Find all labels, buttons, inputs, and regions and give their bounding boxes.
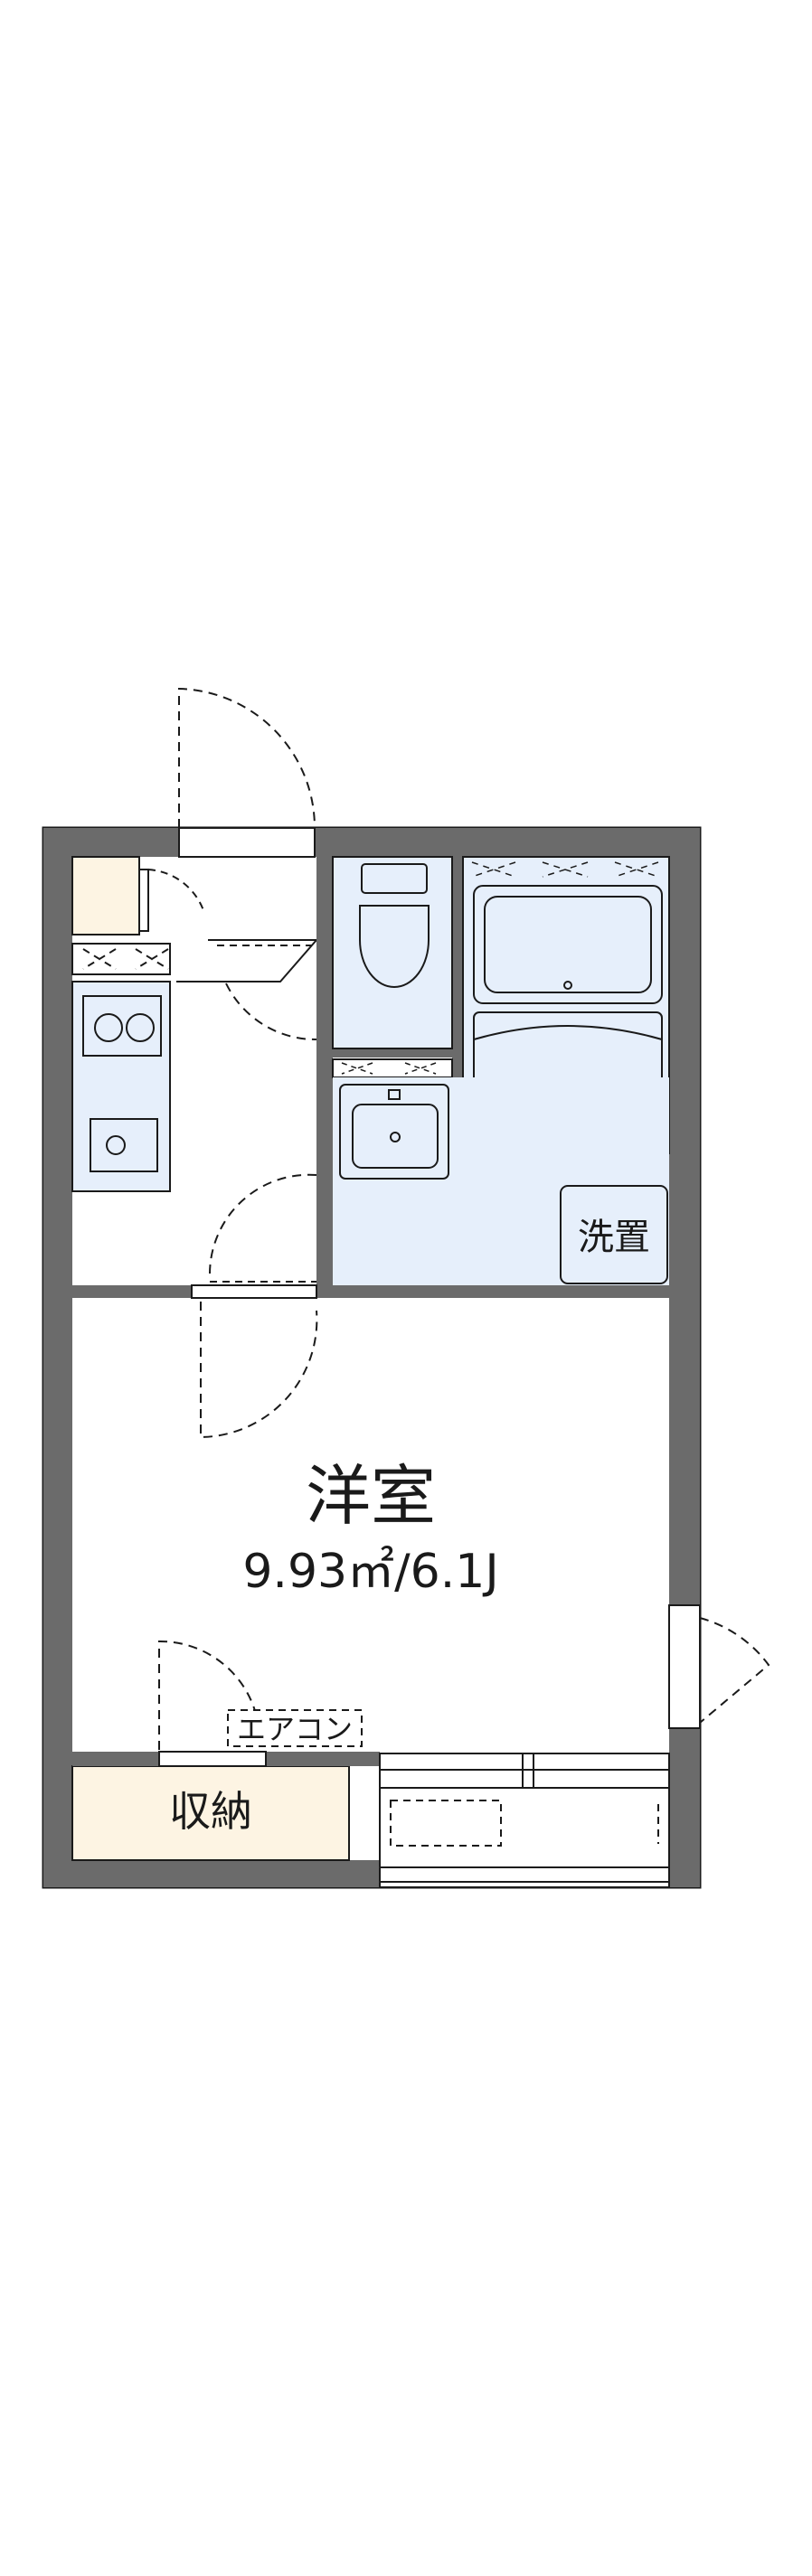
entrance-door (178, 687, 316, 858)
room-area: 9.93㎡/6.1J (242, 1545, 498, 1599)
laundry-label: 洗置 (578, 1217, 650, 1258)
toilet-room (332, 856, 453, 1078)
shoe-cabinet (71, 856, 205, 935)
aircon-unit: エアコン (227, 1709, 363, 1747)
aircon-label: エアコン (237, 1712, 353, 1746)
storage-closet: 収納 (71, 1640, 380, 1861)
balcony (379, 1753, 670, 1888)
partition-walls (72, 857, 669, 1298)
room-name: 洋室 (306, 1458, 436, 1534)
side-door (668, 1604, 770, 1729)
kitchen (71, 939, 319, 1192)
room-door (191, 1284, 318, 1439)
washroom: 洗置 (208, 1077, 669, 1285)
storage-label: 収納 (169, 1787, 252, 1836)
western-room: 洋室 9.93㎡/6.1J (242, 1458, 498, 1599)
